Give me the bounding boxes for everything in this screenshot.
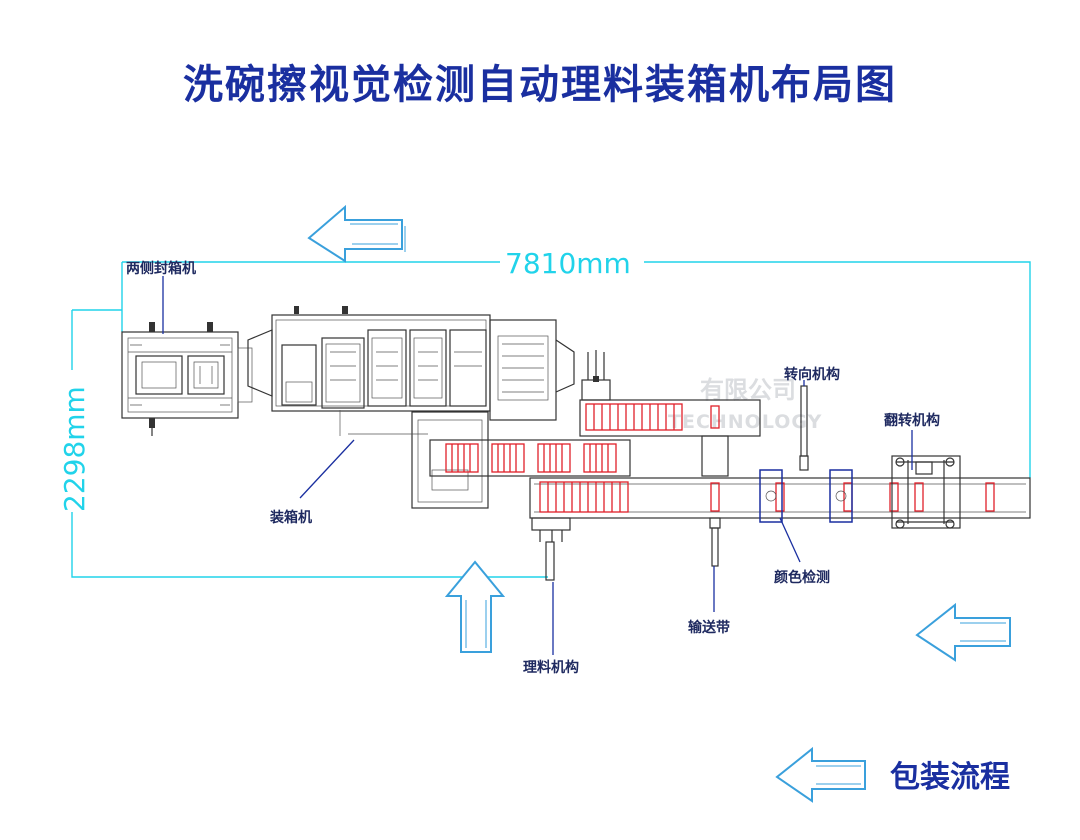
sorting-mechanism bbox=[429, 350, 761, 581]
leader-line-color-check bbox=[779, 517, 801, 563]
label-conveyor: 输送带 bbox=[688, 619, 730, 636]
leader-line-case-packer bbox=[299, 439, 355, 499]
height-dimension: 2298mm bbox=[58, 386, 91, 512]
page-title: 洗碗擦视觉检测自动理料装箱机布局图 bbox=[183, 62, 897, 108]
label-flipping: 翻转机构 bbox=[884, 412, 940, 429]
flow-arrow-bottom-left bbox=[444, 560, 506, 653]
side-sealer-machine bbox=[121, 322, 253, 436]
legend-label: 包装流程 bbox=[890, 760, 1010, 795]
watermark-subtext: TECHNOLOGY bbox=[668, 411, 822, 433]
label-side-sealer: 两侧封箱机 bbox=[126, 260, 196, 277]
label-turning: 转向机构 bbox=[784, 366, 840, 383]
watermark-text: 有限公司 bbox=[700, 376, 796, 404]
flow-arrow-top bbox=[307, 204, 406, 263]
label-sorting: 理料机构 bbox=[523, 659, 579, 676]
label-case-packer: 装箱机 bbox=[269, 509, 312, 526]
label-color-check: 颜色检测 bbox=[774, 569, 830, 586]
legend-arrow-icon bbox=[775, 746, 866, 803]
case-packer-machine bbox=[247, 306, 575, 509]
flow-arrow-bottom-right bbox=[915, 602, 1011, 662]
flipping-mechanism bbox=[891, 455, 961, 529]
dimension-lines bbox=[71, 261, 1031, 578]
width-dimension: 7810mm bbox=[505, 247, 631, 280]
color-detection-units bbox=[759, 469, 853, 523]
